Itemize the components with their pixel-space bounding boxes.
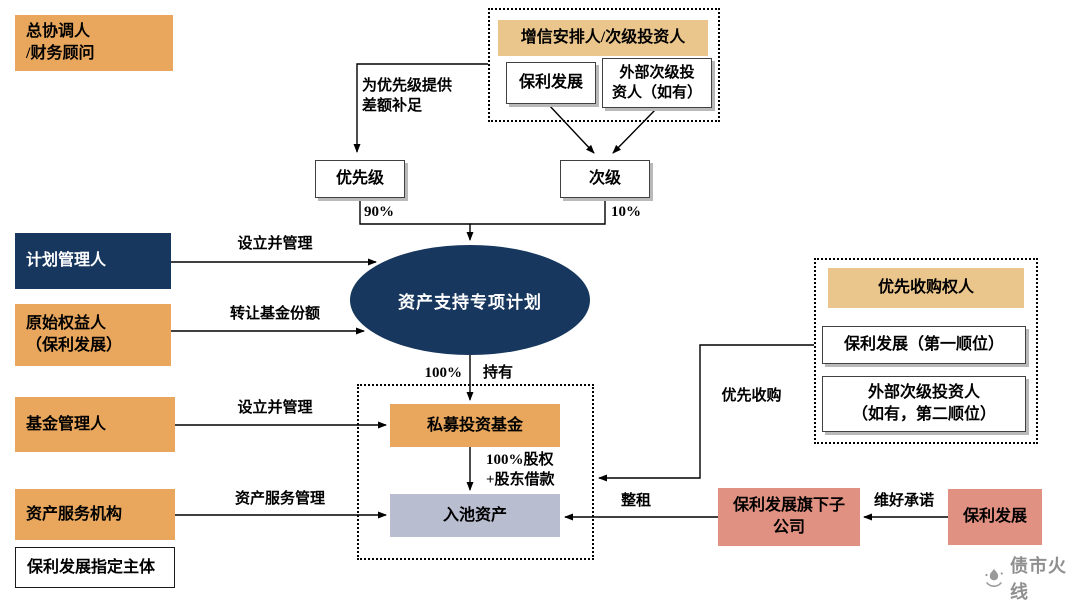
node-coordinator: 总协调人 /财务顾问 bbox=[15, 15, 173, 71]
node-abs-plan: 资产支持专项计划 bbox=[350, 245, 590, 355]
edge-label-establish-manage-2: 设立并管理 bbox=[237, 400, 313, 416]
flame-icon bbox=[985, 569, 1003, 587]
node-credit-group-title: 增信安排人/次级投资人 bbox=[498, 20, 708, 56]
node-priority-second: 外部次级投资人 （如有，第二顺位） bbox=[822, 376, 1026, 432]
node-designated-entity: 保利发展指定主体 bbox=[15, 547, 175, 588]
node-poly-dev: 保利发展 bbox=[948, 489, 1042, 545]
node-priority-first: 保利发展（第一顺位） bbox=[822, 326, 1026, 364]
edge-label-90pct: 90% bbox=[364, 204, 394, 220]
watermark-logo: 债市火线 bbox=[982, 552, 1080, 604]
edge-label-priority-acquire: 优先收购 bbox=[721, 388, 782, 404]
priority-group-container bbox=[814, 258, 1038, 444]
node-plan-manager: 计划管理人 bbox=[15, 233, 171, 289]
edge-label-transfer-shares: 转让基金份额 bbox=[229, 306, 320, 322]
node-fund-manager: 基金管理人 bbox=[15, 397, 175, 452]
node-pooled-assets: 入池资产 bbox=[390, 494, 560, 537]
edge-label-equity-loan: 100%股权 +股东借款 bbox=[486, 452, 555, 489]
node-poly-subsidiary: 保利发展旗下子 公司 bbox=[718, 488, 860, 546]
watermark-text: 债市火线 bbox=[1009, 556, 1067, 602]
edge-label-shortfall: 为优先级提供 差额补足 bbox=[362, 78, 453, 115]
node-senior-tranche: 优先级 bbox=[315, 160, 405, 198]
edge-label-asset-service: 资产服务管理 bbox=[234, 491, 325, 507]
node-private-fund: 私募投资基金 bbox=[390, 404, 560, 447]
edge-label-10pct: 10% bbox=[611, 204, 641, 220]
node-original-holder: 原始权益人 （保利发展） bbox=[15, 304, 171, 366]
edge-label-100pct: 100% bbox=[424, 365, 463, 381]
node-credit-poly: 保利发展 bbox=[506, 62, 596, 104]
edge-label-lease: 整租 bbox=[620, 493, 651, 509]
edge-label-keepwell: 维好承诺 bbox=[873, 493, 934, 509]
credit-group-container bbox=[488, 8, 720, 122]
node-asset-servicer: 资产服务机构 bbox=[15, 489, 175, 540]
node-priority-group-title: 优先收购权人 bbox=[828, 268, 1024, 308]
edge-label-hold: 持有 bbox=[483, 365, 514, 381]
edge-label-establish-manage-1: 设立并管理 bbox=[237, 236, 313, 252]
node-subordinate-tranche: 次级 bbox=[560, 160, 650, 198]
node-credit-external: 外部次级投 资人（如有） bbox=[602, 58, 712, 108]
fund-group-container bbox=[357, 384, 594, 560]
